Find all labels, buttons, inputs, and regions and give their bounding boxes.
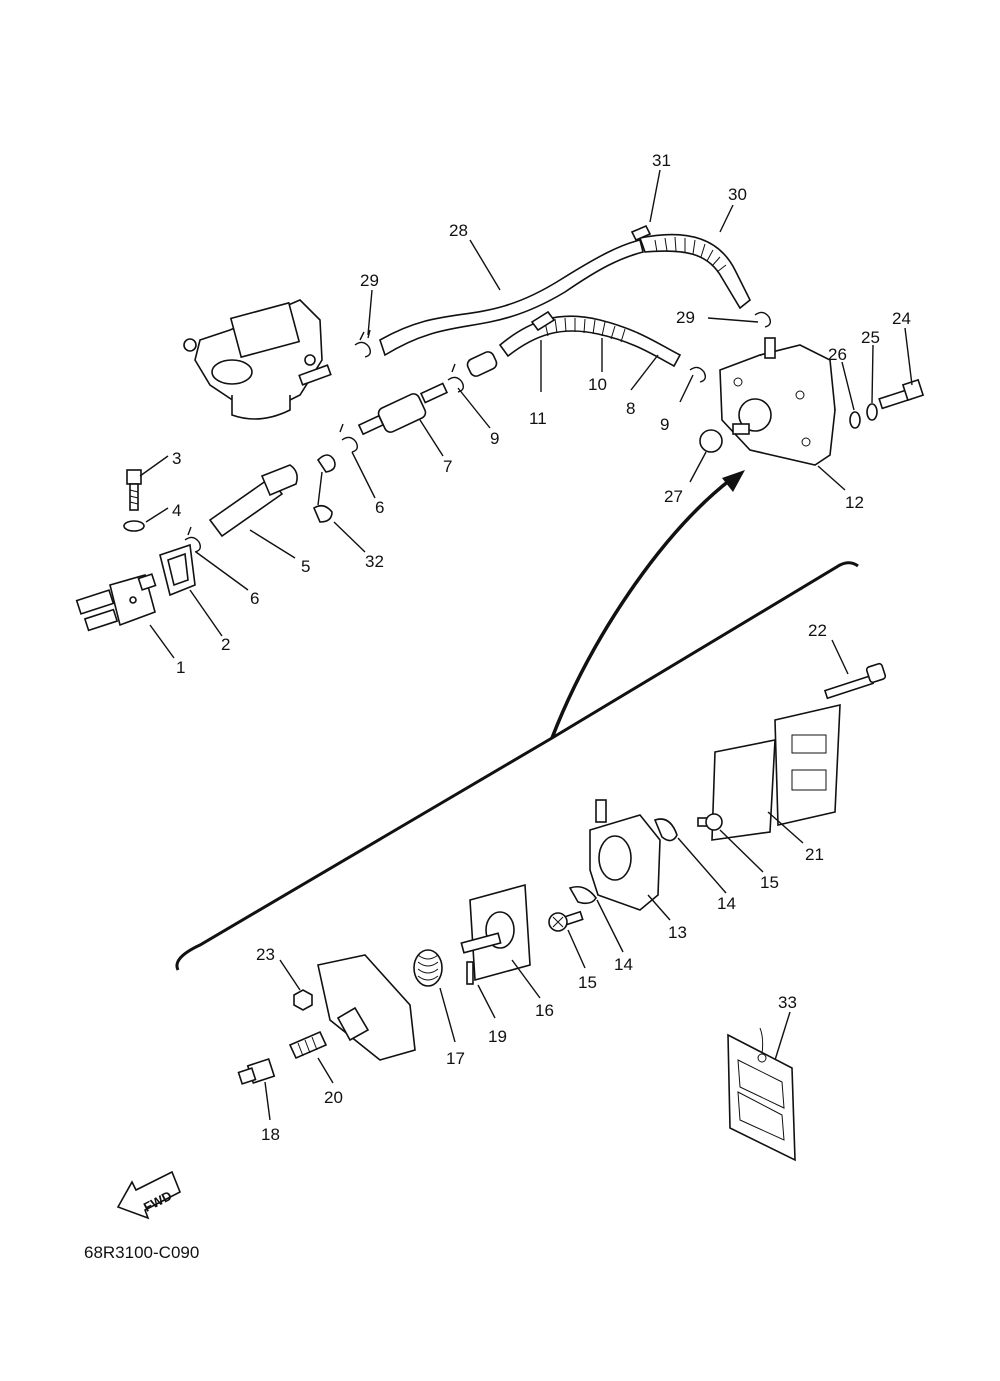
callout-24: 24 <box>892 309 911 328</box>
callout-7: 7 <box>443 457 452 476</box>
callout-23: 23 <box>256 945 275 964</box>
valve-14b-part <box>568 885 597 905</box>
section-divider <box>175 470 859 971</box>
clip-9a-part <box>447 363 465 393</box>
clip-6a-part <box>339 423 359 453</box>
callout-29-right: 29 <box>676 308 695 327</box>
callout-25: 25 <box>861 328 880 347</box>
fwd-arrow-icon: FWD <box>116 1170 182 1220</box>
callout-31: 31 <box>652 151 671 170</box>
pin-19-part <box>466 961 474 985</box>
callout-12: 12 <box>845 493 864 512</box>
gasket-plate-part <box>711 739 776 841</box>
callout-32: 32 <box>365 552 384 571</box>
callout-27: 27 <box>664 487 683 506</box>
callout-18: 18 <box>261 1125 280 1144</box>
hose-10-part <box>498 315 682 368</box>
callout-4: 4 <box>172 501 181 520</box>
callout-10: 10 <box>588 375 607 394</box>
hose-30-part <box>638 233 752 310</box>
clamp-31-part <box>630 224 652 242</box>
callout-33: 33 <box>778 993 797 1012</box>
callout-labels: 1 2 3 4 5 6 6 7 8 9 9 10 11 12 13 14 14 … <box>172 151 911 1144</box>
callout-6-lower: 6 <box>250 589 259 608</box>
connector-1-part <box>75 573 157 632</box>
hose-28-part <box>379 239 644 357</box>
fuel-pump-12-part <box>719 337 836 466</box>
washer-25-part <box>866 403 878 421</box>
callout-15-lower: 15 <box>578 973 597 992</box>
callout-26: 26 <box>828 345 847 364</box>
callout-20: 20 <box>324 1088 343 1107</box>
pump-body-13-part <box>589 799 661 911</box>
screw-15a-part <box>697 813 723 831</box>
callout-9-right: 9 <box>660 415 669 434</box>
callout-9-left: 9 <box>490 429 499 448</box>
gasket-2-part <box>159 543 196 597</box>
label-tag-33-part <box>727 1027 796 1162</box>
callout-11: 11 <box>529 409 547 428</box>
diaphragm-16-part <box>460 883 531 982</box>
callout-16: 16 <box>535 1001 554 1020</box>
callout-30: 30 <box>728 185 747 204</box>
washer-26-part <box>849 411 861 429</box>
screw-15b-part <box>548 910 584 932</box>
clip-29-part <box>354 329 372 358</box>
clip-chain-32-part <box>312 454 336 523</box>
arrow-head-icon <box>722 470 745 492</box>
spring-20-part <box>288 1030 328 1060</box>
callout-21: 21 <box>805 845 824 864</box>
plunger-18-part <box>237 1058 276 1085</box>
callout-19: 19 <box>488 1027 507 1046</box>
callout-22: 22 <box>808 621 827 640</box>
clamp-11-part <box>530 310 556 332</box>
callout-14-upper: 14 <box>717 894 736 913</box>
callout-3: 3 <box>172 449 181 468</box>
nut-23-part <box>293 989 313 1011</box>
clip-6b-part <box>184 526 202 553</box>
clip-29b-part <box>754 311 772 328</box>
callout-6-upper: 6 <box>375 498 384 517</box>
callout-5: 5 <box>301 557 310 576</box>
callout-29-left: 29 <box>360 271 379 290</box>
callout-8: 8 <box>626 399 635 418</box>
callout-2: 2 <box>221 635 230 654</box>
callout-15-upper: 15 <box>760 873 779 892</box>
hose-stub-part <box>466 351 498 377</box>
callout-13: 13 <box>668 923 687 942</box>
bolt-3-part <box>126 469 142 511</box>
hose-5-part <box>208 464 298 538</box>
clip-9b-part <box>689 366 707 383</box>
callout-17: 17 <box>446 1049 465 1068</box>
valve-14a-part <box>653 818 678 842</box>
callout-14-lower: 14 <box>614 955 633 974</box>
o-ring-27-part <box>699 429 723 453</box>
callout-1: 1 <box>176 658 185 677</box>
fuel-filter-7-part <box>357 382 449 436</box>
base-plate-part <box>317 954 416 1061</box>
drawing-code: 68R3100-C090 <box>84 1243 199 1262</box>
washer-4-part <box>123 520 145 532</box>
cover-21-part <box>774 703 841 826</box>
carburetor-part <box>183 299 332 420</box>
screw-22-part <box>823 662 887 700</box>
bolt-24-part <box>878 378 925 410</box>
callout-28: 28 <box>449 221 468 240</box>
leader-lines <box>139 169 913 1121</box>
spring-17-part <box>413 949 443 987</box>
